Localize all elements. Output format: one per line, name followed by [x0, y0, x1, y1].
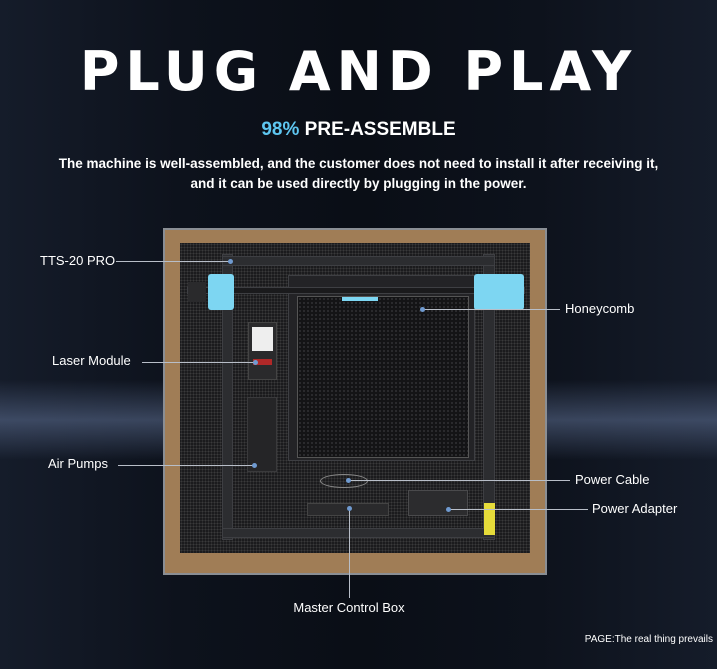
callout-power-adapter: Power Adapter [592, 501, 678, 516]
callout-dot [346, 478, 351, 483]
head-carriage [342, 297, 378, 301]
description: The machine is well-assembled, and the c… [20, 154, 697, 194]
honeycomb-panel [297, 296, 469, 458]
power-adapter [408, 490, 468, 516]
callout-line [349, 508, 350, 598]
callout-power-cable: Power Cable [575, 472, 650, 487]
left-carriage [208, 274, 234, 310]
right-rail [483, 254, 495, 540]
callout-dot [253, 360, 258, 365]
bottom-rail [222, 528, 495, 538]
callout-honeycomb: Honeycomb [565, 301, 635, 316]
air-pump [247, 397, 277, 472]
footer-note: PAGE:The real thing prevails [584, 634, 713, 645]
callout-dot [446, 507, 451, 512]
subtitle-text: PRE-ASSEMBLE [304, 119, 456, 140]
callout-laser-module: Laser Module [52, 353, 131, 368]
subtitle: 98% PRE-ASSEMBLE [0, 119, 717, 141]
callout-line [448, 509, 588, 510]
callout-line [348, 480, 570, 481]
stepper-motor [188, 282, 206, 302]
description-line: The machine is well-assembled, and the c… [58, 156, 659, 171]
callout-line [118, 465, 254, 466]
subtitle-highlight: 98% [261, 119, 300, 140]
callout-line [422, 309, 560, 310]
callout-line [142, 362, 255, 363]
x-gantry [187, 287, 525, 294]
callout-dot [228, 259, 233, 264]
page-title: PLUG AND PLAY [79, 40, 638, 103]
left-rail [222, 254, 233, 540]
callout-tts-20-pro: TTS-20 PRO [40, 253, 116, 268]
callout-air-pumps: Air Pumps [48, 456, 108, 471]
callout-master-control-box: Master Control Box [293, 600, 405, 615]
callout-dot [347, 506, 352, 511]
laser-module [248, 322, 277, 380]
callout-line [116, 261, 230, 262]
power-cable [320, 474, 368, 488]
yellow-label [484, 503, 495, 535]
callout-dot [252, 463, 257, 468]
top-rail [222, 256, 495, 266]
callout-dot [420, 307, 425, 312]
description-line: and it can be used directly by plugging … [190, 176, 527, 191]
right-carriage [474, 274, 524, 310]
